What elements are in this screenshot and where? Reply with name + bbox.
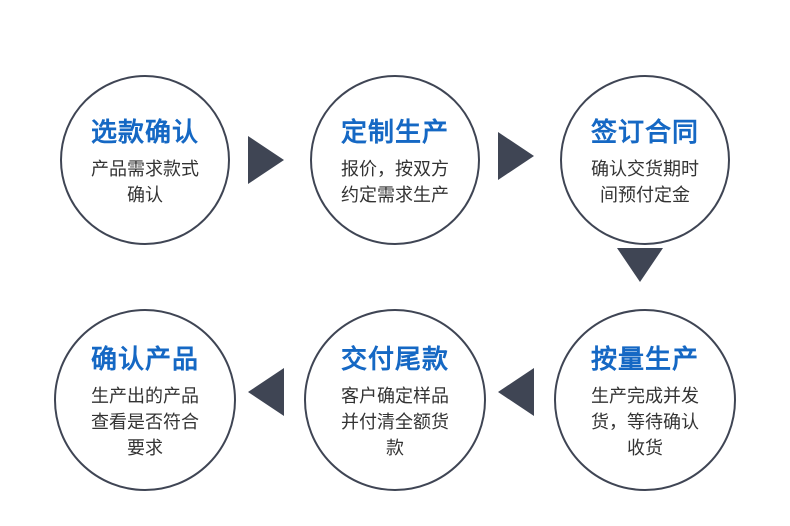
step-1-title: 选款确认 bbox=[90, 116, 199, 147]
step-2-title: 定制生产 bbox=[340, 116, 449, 147]
step-6-description: 生产出的产品查看是否符合要求 bbox=[91, 385, 199, 459]
step-4-title: 按量生产 bbox=[590, 343, 699, 374]
step-3-description: 确认交货期时间预付定金 bbox=[591, 158, 699, 205]
arrow-right-icon bbox=[248, 136, 284, 184]
step-circle-1: 选款确认 产品需求款式确认 bbox=[60, 75, 230, 245]
step-circle-5: 交付尾款 客户确定样品并付清全额货款 bbox=[304, 309, 486, 491]
step-1-description: 产品需求款式确认 bbox=[91, 158, 199, 205]
arrow-left-icon bbox=[248, 368, 284, 416]
step-circle-6: 确认产品 生产出的产品查看是否符合要求 bbox=[54, 309, 236, 491]
arrow-right-icon bbox=[498, 132, 534, 180]
step-circle-4: 按量生产 生产完成并发货，等待确认收货 bbox=[554, 309, 736, 491]
arrow-left-icon bbox=[498, 368, 534, 416]
step-4-description: 生产完成并发货，等待确认收货 bbox=[591, 385, 699, 459]
step-circle-3: 签订合同 确认交货期时间预付定金 bbox=[560, 75, 730, 245]
step-circle-2: 定制生产 报价，按双方约定需求生产 bbox=[310, 75, 480, 245]
step-2-description: 报价，按双方约定需求生产 bbox=[341, 158, 449, 205]
arrow-down-icon bbox=[617, 248, 663, 282]
step-6-title: 确认产品 bbox=[90, 343, 199, 374]
step-5-description: 客户确定样品并付清全额货款 bbox=[341, 385, 449, 459]
step-5-title: 交付尾款 bbox=[340, 343, 449, 374]
step-3-title: 签订合同 bbox=[590, 116, 699, 147]
